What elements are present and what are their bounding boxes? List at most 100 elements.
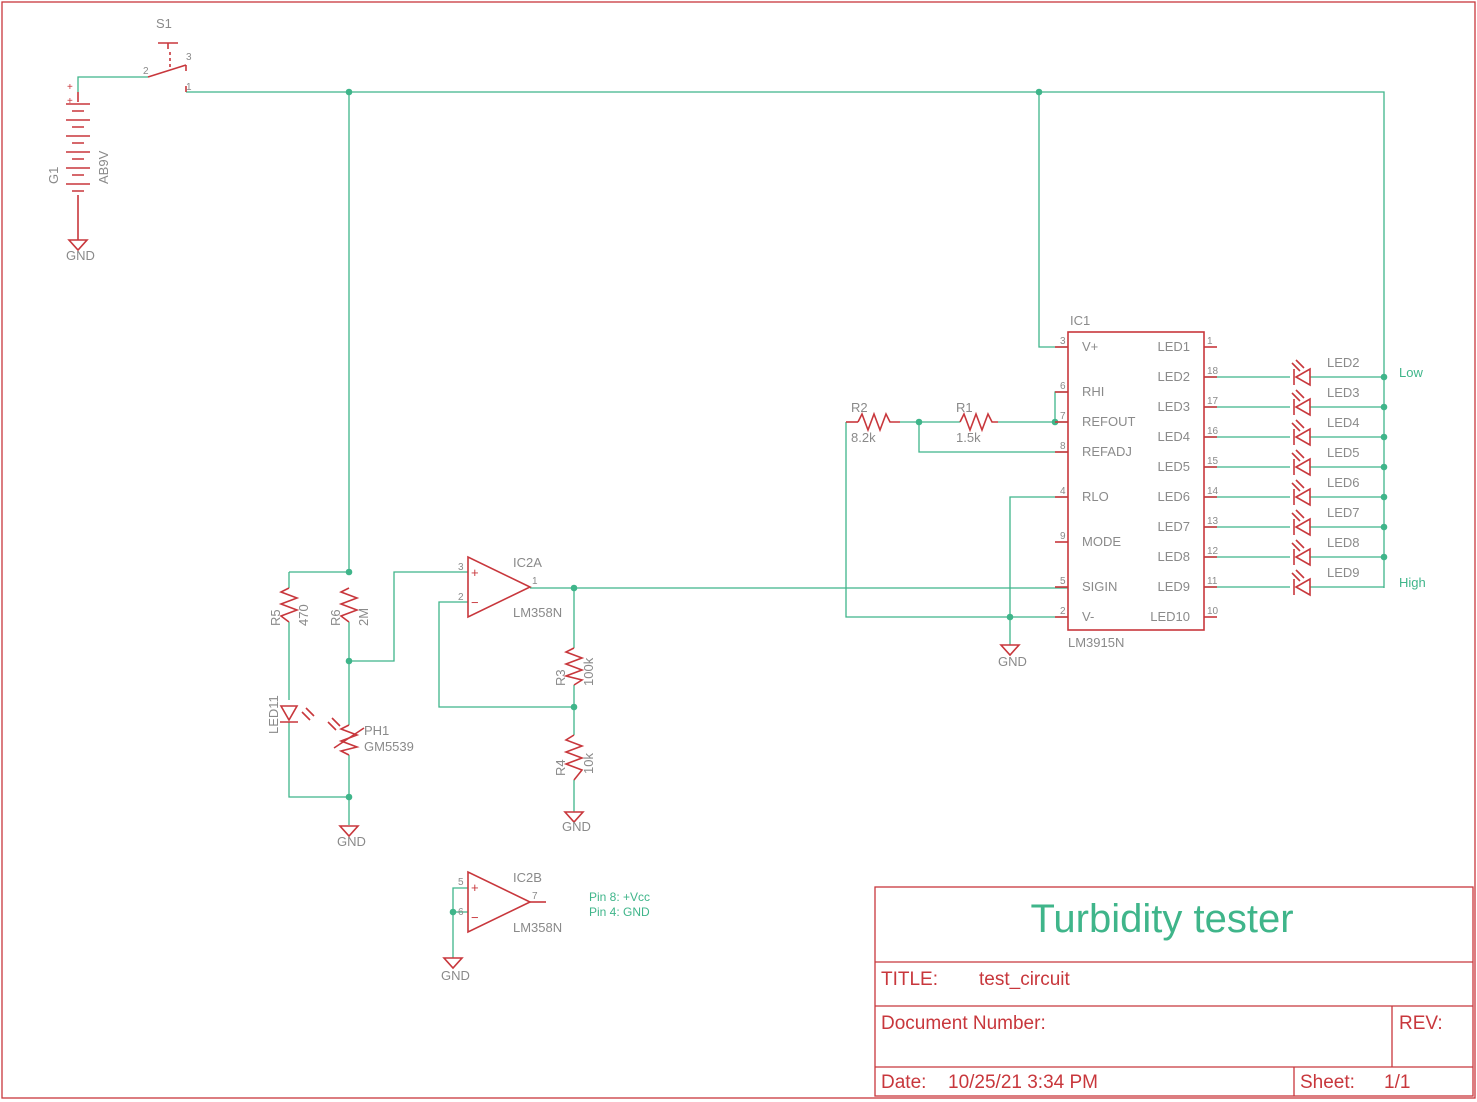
led-led2: LED2	[1291, 355, 1360, 387]
led-led8: LED8	[1291, 535, 1360, 567]
gnd-label-ic1: GND	[998, 654, 1027, 669]
ic2a-minus: −	[471, 595, 479, 610]
led-label: LED8	[1327, 535, 1360, 550]
r5-name: R5	[268, 609, 283, 626]
ic1-pin-label: V+	[1082, 339, 1098, 354]
r2-name: R2	[851, 400, 868, 415]
ic1-pin-number: 6	[1060, 381, 1066, 392]
ic1-pin-number: 16	[1207, 426, 1219, 437]
ic1-pin-label: LED7	[1157, 519, 1190, 534]
r1-name: R1	[956, 400, 973, 415]
ic1-pin-number: 12	[1207, 546, 1219, 557]
wires	[77, 76, 1385, 958]
led-led3: LED3	[1291, 385, 1360, 417]
document-number-label: Document Number:	[881, 1013, 1046, 1034]
switch-s1: S1 2 3 1	[143, 16, 192, 93]
resistor-r6: R6 2M	[328, 587, 371, 626]
r4-value: 10k	[581, 753, 596, 774]
ic1-pin-label: LED10	[1150, 609, 1190, 624]
gnd-symbol-ic2b: GND	[441, 957, 470, 983]
ic1-pin-number: 4	[1060, 486, 1066, 497]
ic1-pin-label: RLO	[1082, 489, 1109, 504]
resistor-r2: R2 8.2k	[846, 400, 900, 445]
date-label: Date:	[881, 1072, 926, 1093]
project-title: Turbidity tester	[1030, 897, 1293, 941]
ic1-pin-label: LED5	[1157, 459, 1190, 474]
ic1-pin-label: RHI	[1082, 384, 1104, 399]
ic1-pin-number: 18	[1207, 366, 1219, 377]
gnd-symbol-r4: GND	[562, 811, 591, 834]
ph1-name: PH1	[364, 723, 389, 738]
led-label: LED9	[1327, 565, 1360, 580]
r3-value: 100k	[581, 657, 596, 686]
ic2a-part: LM358N	[513, 605, 562, 620]
opamp-ic2b: + − 5 6 7 IC2B LM358N	[458, 870, 562, 935]
ic1-pin-number: 11	[1207, 576, 1218, 587]
ic1-pin-label: REFADJ	[1082, 444, 1132, 459]
opamp-ic2a: + − 3 2 1 IC2A LM358N	[458, 555, 562, 620]
switch-pin3: 3	[186, 52, 192, 63]
gnd-symbol-ic1: GND	[998, 644, 1027, 669]
ic2a-name: IC2A	[513, 555, 542, 570]
ic1-pin-number: 9	[1060, 531, 1066, 542]
resistor-r4: R4 10k	[553, 734, 596, 781]
ic1-pin-label: MODE	[1082, 534, 1121, 549]
scale-high-label: High	[1399, 575, 1426, 590]
ic1-pin-number: 2	[1060, 606, 1066, 617]
r5-value: 470	[296, 604, 311, 626]
led-led6: LED6	[1291, 475, 1360, 507]
r4-name: R4	[553, 759, 568, 776]
ic2a-pin-plus: 3	[458, 562, 464, 573]
ic1-pin-label: LED8	[1157, 549, 1190, 564]
battery-plus: +	[67, 82, 73, 93]
ic1-pin-number: 13	[1207, 516, 1219, 527]
gnd-label-ph1: GND	[337, 834, 366, 849]
resistor-r1: R1 1.5k	[956, 400, 998, 445]
ic2b-minus: −	[471, 910, 479, 925]
r3-name: R3	[553, 669, 568, 686]
switch-pin2: 2	[143, 66, 149, 77]
led-label: LED5	[1327, 445, 1360, 460]
ic2b-pin-out: 7	[532, 891, 538, 902]
ic2b-pin-plus: 5	[458, 877, 464, 888]
battery-value: AB9V	[96, 150, 111, 184]
gnd-symbol-ph1: GND	[337, 825, 366, 849]
r6-name: R6	[328, 609, 343, 626]
led-led7: LED7	[1291, 505, 1360, 537]
title-value: test_circuit	[979, 969, 1071, 990]
gnd-label-ic2b: GND	[441, 968, 470, 983]
r2-value: 8.2k	[851, 430, 876, 445]
led11-name: LED11	[266, 695, 281, 734]
rev-label: REV:	[1399, 1013, 1443, 1034]
ic2b-pin-minus: 6	[458, 907, 464, 918]
ic1-pin-label: LED4	[1157, 429, 1190, 444]
sheet-label: Sheet:	[1300, 1072, 1355, 1093]
led-label: LED7	[1327, 505, 1360, 520]
ic1-pin-label: LED1	[1157, 339, 1190, 354]
ic1-pin-label: LED6	[1157, 489, 1190, 504]
ic1-pin-label: LED2	[1157, 369, 1190, 384]
r6-value: 2M	[356, 608, 371, 626]
date-value: 10/25/21 3:34 PM	[948, 1072, 1098, 1093]
led-label: LED6	[1327, 475, 1360, 490]
ph1-value: GM5539	[364, 739, 414, 754]
led-led9: LED9	[1291, 565, 1360, 597]
ic1-pin-label: REFOUT	[1082, 414, 1136, 429]
power-note-line2: Pin 4: GND	[589, 905, 650, 919]
ic1-pin-number: 10	[1207, 606, 1219, 617]
title-label: TITLE:	[881, 969, 938, 990]
scale-low-label: Low	[1399, 365, 1423, 380]
title-block: Turbidity tester TITLE: test_circuit Doc…	[874, 886, 1474, 1097]
photoresistor-ph1: PH1 GM5539	[327, 717, 414, 756]
sheet-value: 1/1	[1384, 1072, 1410, 1093]
led-label: LED2	[1327, 355, 1360, 370]
ic2a-pin-minus: 2	[458, 592, 464, 603]
ic1-pin-number: 7	[1060, 411, 1066, 422]
ic1-name: IC1	[1070, 313, 1090, 328]
ic1-pin-label: SIGIN	[1082, 579, 1117, 594]
ic2b-name: IC2B	[513, 870, 542, 885]
junction-dots	[345, 88, 1388, 916]
